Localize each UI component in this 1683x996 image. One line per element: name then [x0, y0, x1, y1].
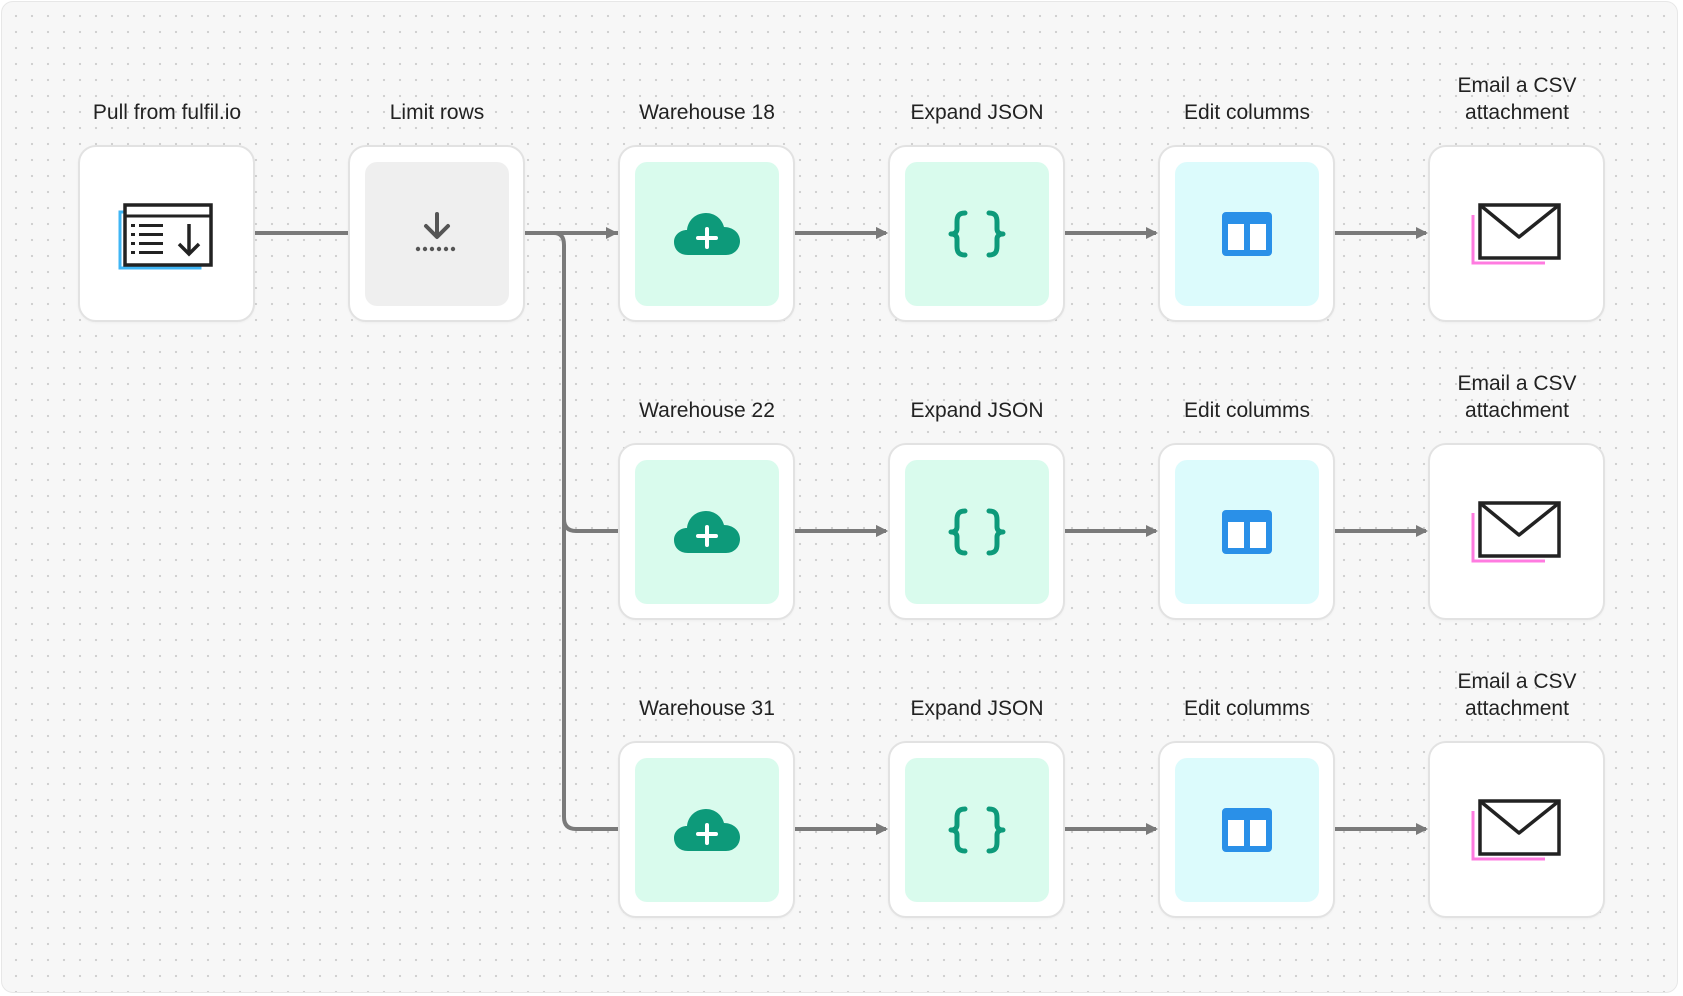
node-pull-from-fulfil[interactable]: [78, 145, 255, 322]
expand-label: Expand JSON: [910, 697, 1044, 720]
curly-braces-icon: [948, 508, 1005, 555]
email-label: Email a CSV attachment: [1457, 74, 1577, 124]
cloud-plus-icon: [673, 808, 740, 851]
expand-label: Expand JSON: [910, 101, 1044, 124]
columns-icon: [1221, 211, 1272, 256]
edit-label: Edit columms: [1183, 399, 1311, 422]
node-expand-json[interactable]: [888, 145, 1065, 322]
cloud-plus-icon: [673, 212, 740, 255]
email-label: Email a CSV attachment: [1457, 372, 1577, 422]
curly-braces-icon: [948, 210, 1005, 257]
warehouse-label: Warehouse 18: [639, 101, 775, 124]
node-edit-columns[interactable]: [1158, 145, 1335, 322]
node-email-csv[interactable]: [1428, 443, 1605, 620]
node-warehouse-31[interactable]: [618, 741, 795, 918]
download-arrow-icon: [415, 211, 455, 251]
cloud-plus-icon: [673, 510, 740, 553]
edit-label: Edit columms: [1183, 101, 1311, 124]
node-edit-columns[interactable]: [1158, 741, 1335, 918]
table-download-icon: [118, 202, 213, 269]
expand-fill: [905, 162, 1049, 306]
node-email-csv[interactable]: [1428, 145, 1605, 322]
node-warehouse-22[interactable]: [618, 443, 795, 620]
source-label: Pull from fulfil.io: [92, 101, 242, 124]
node-limit-rows[interactable]: [348, 145, 525, 322]
expand-label: Expand JSON: [910, 399, 1044, 422]
node-warehouse-18[interactable]: [618, 145, 795, 322]
expand-fill: [905, 758, 1049, 902]
limit-label: Limit rows: [389, 101, 485, 124]
node-email-csv[interactable]: [1428, 741, 1605, 918]
node-expand-json[interactable]: [888, 741, 1065, 918]
curly-braces-icon: [948, 806, 1005, 853]
warehouse-label: Warehouse 22: [639, 399, 775, 422]
edge-limit-to-warehouse: [562, 519, 888, 835]
envelope-icon: [1471, 202, 1561, 264]
expand-fill: [905, 460, 1049, 604]
envelope-icon: [1471, 500, 1561, 562]
envelope-icon: [1471, 798, 1561, 860]
node-edit-columns[interactable]: [1158, 443, 1335, 620]
node-expand-json[interactable]: [888, 443, 1065, 620]
email-label: Email a CSV attachment: [1457, 670, 1577, 720]
warehouse-label: Warehouse 31: [639, 697, 775, 720]
columns-icon: [1221, 509, 1272, 554]
columns-icon: [1221, 807, 1272, 852]
edge-limit-to-warehouse: [525, 231, 888, 537]
edit-label: Edit columms: [1183, 697, 1311, 720]
